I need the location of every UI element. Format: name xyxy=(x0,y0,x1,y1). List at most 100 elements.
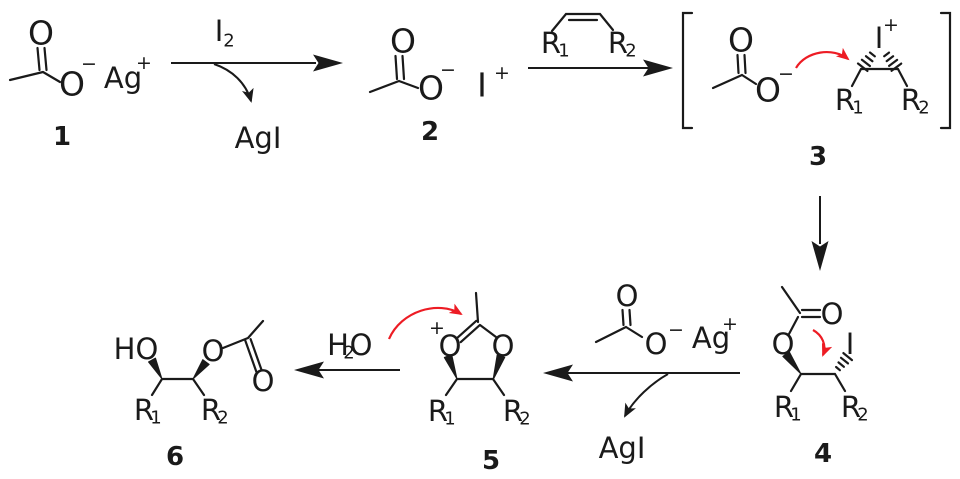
structure-6-hydroxy-acetate: HO O O R 1 R 2 6 xyxy=(114,319,275,472)
silver-cation: Ag xyxy=(104,61,142,95)
byproduct-agi: AgI xyxy=(599,431,646,465)
reagent-h2o-subscript: 2 xyxy=(343,343,354,364)
reaction-arrowhead xyxy=(294,361,324,379)
atom-o-carbonyl: O xyxy=(728,21,754,60)
reagent-i2-subscript: 2 xyxy=(223,31,234,52)
hydroxyl-group: HO xyxy=(114,332,159,366)
silver-acetate-bond-lines xyxy=(594,308,644,344)
wedge-bond-oh xyxy=(148,357,163,380)
substituent-r2: R xyxy=(608,26,628,60)
iodonium-bond-lines xyxy=(850,67,909,88)
atom-o-right: O xyxy=(492,329,515,363)
compound-number-1: 1 xyxy=(53,122,71,152)
charge-plus: + xyxy=(883,14,899,36)
bond-lines xyxy=(368,54,420,94)
charge-plus: + xyxy=(494,62,510,84)
substituent-r1: R xyxy=(774,390,794,424)
compound-number-6: 6 xyxy=(166,442,184,472)
hash-bond-iodine xyxy=(835,352,854,372)
structure-3-iodonium-intermediate: O O − I + R 1 R 2 3 xyxy=(681,11,952,172)
atom-o-carbonyl: O xyxy=(252,364,275,398)
wedge-bond-oac xyxy=(192,359,210,380)
atom-o-carbonyl: O xyxy=(616,279,639,313)
wedge-bond-right xyxy=(492,354,506,381)
compound-number-2: 2 xyxy=(421,117,439,147)
reagent-h2o-o: O xyxy=(350,328,373,362)
substituent-r2: R xyxy=(841,390,861,424)
wedge-bond-oac xyxy=(782,351,802,375)
substituent-r2: R xyxy=(201,393,221,427)
substituent-r2-subscript: 2 xyxy=(625,41,636,62)
atom-o-ester: O xyxy=(772,327,795,361)
reaction-arrowhead xyxy=(313,54,343,72)
structure-1-silver-acetate: O O − Ag + 1 xyxy=(8,14,152,152)
charge-plus: + xyxy=(429,317,445,339)
atom-iodine: I xyxy=(846,327,855,361)
byproduct-agi: AgI xyxy=(235,121,282,155)
substituent-r1-subscript: 1 xyxy=(444,409,455,430)
substituent-r1-subscript: 1 xyxy=(790,405,801,426)
charge-minus: − xyxy=(778,63,794,85)
charge-minus: − xyxy=(440,59,456,81)
atom-o-carbonyl: O xyxy=(821,297,844,331)
mechanism-arrow-red xyxy=(812,329,833,357)
atom-o-carbonyl: O xyxy=(28,14,54,53)
bond-lines xyxy=(780,285,847,393)
substituent-r2-subscript: 2 xyxy=(519,409,530,430)
bond-lines xyxy=(150,319,265,397)
curly-arrow-agi xyxy=(624,373,669,418)
charge-plus: + xyxy=(722,313,738,335)
alkene-bonds xyxy=(550,12,615,33)
bond-lines xyxy=(8,46,62,84)
atom-o-ester: O xyxy=(59,65,85,104)
reaction-arrowhead xyxy=(811,241,829,271)
charge-plus: + xyxy=(136,52,152,74)
reagent-i2: I xyxy=(215,14,224,48)
atom-o-ester: O xyxy=(755,71,781,110)
compound-number-4: 4 xyxy=(814,439,832,469)
compound-number-3: 3 xyxy=(809,142,827,172)
arrow-step-1-2: I 2 AgI xyxy=(171,14,343,155)
bond-lines xyxy=(444,291,506,397)
reaction-arrowhead xyxy=(643,59,673,77)
bracket-right xyxy=(939,11,952,130)
bracket-left xyxy=(681,11,694,130)
atom-iodine: I xyxy=(477,66,487,105)
substituent-r1: R xyxy=(541,26,561,60)
substituent-r2: R xyxy=(901,83,921,117)
wedge-bond-left xyxy=(443,354,458,380)
atom-o-carbonyl: O xyxy=(390,22,416,61)
structure-4-iodo-acetate: O O I R 1 R 2 4 xyxy=(772,285,869,469)
substituent-r2-subscript: 2 xyxy=(918,98,929,119)
acetate-bond-lines xyxy=(711,53,758,90)
substituent-r1: R xyxy=(428,394,448,428)
arrow-step-2-3: R 1 R 2 xyxy=(528,12,673,77)
mechanism-arrow-red xyxy=(387,303,463,340)
atom-iodine: I xyxy=(875,21,884,55)
compound-number-5: 5 xyxy=(482,446,500,476)
mechanism-arrow-red xyxy=(795,47,850,69)
structure-2-acetate-iodonium: O O − I + 2 xyxy=(368,22,510,147)
substituent-r2-subscript: 2 xyxy=(217,408,228,429)
structure-5-acetoxonium: + O O R 1 R 2 5 xyxy=(387,291,531,476)
hash-bonds xyxy=(856,51,903,72)
reagent-h2o-h: H xyxy=(327,328,349,362)
substituent-r2-subscript: 2 xyxy=(857,405,868,426)
substituent-r1-subscript: 1 xyxy=(150,408,161,429)
atom-o-ester: O xyxy=(202,334,225,368)
atom-o-ester: O xyxy=(645,327,668,361)
atom-o-left: O xyxy=(439,329,462,363)
substituent-r2: R xyxy=(503,394,523,428)
charge-minus: − xyxy=(81,53,97,75)
reaction-arrowhead xyxy=(543,364,573,382)
arrow-step-5-6: H 2 O xyxy=(294,328,400,379)
charge-minus: − xyxy=(668,319,684,341)
substituent-r1-subscript: 1 xyxy=(852,98,863,119)
atom-o-ester: O xyxy=(418,69,444,108)
substituent-r1-subscript: 1 xyxy=(558,41,569,62)
arrow-step-3-4 xyxy=(811,196,829,271)
substituent-r1: R xyxy=(134,393,154,427)
curly-arrow-agi xyxy=(213,63,254,103)
